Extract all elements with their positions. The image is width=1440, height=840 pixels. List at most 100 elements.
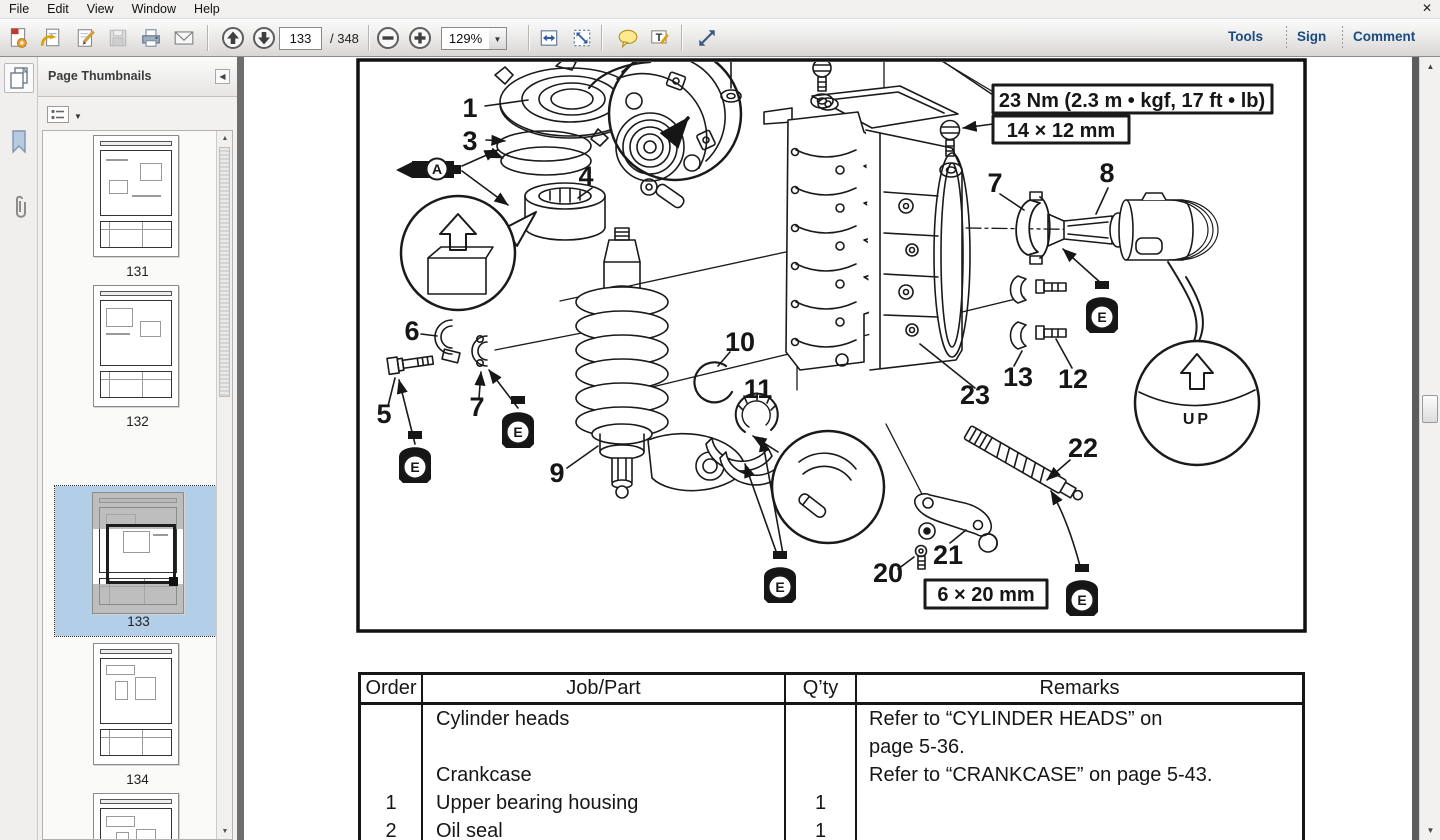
fit-width-icon [540, 30, 558, 46]
cell-job [423, 733, 786, 761]
zoom-out-button[interactable] [375, 25, 401, 51]
callout-10: 10 [725, 327, 755, 357]
toolbar-dotted-separator [1342, 26, 1343, 50]
bolt-size-label-b: 6 × 20 mm [937, 584, 1034, 606]
cell-remarks: page 5-36. [869, 736, 965, 758]
part-6-clamp [420, 319, 461, 364]
thumbnail-page-132[interactable] [93, 285, 179, 407]
col-qty: Q’ty [786, 675, 857, 702]
fit-width-button[interactable] [536, 25, 562, 51]
callout-20: 20 [873, 558, 903, 588]
svg-text:T: T [656, 32, 663, 44]
scroll-down-icon[interactable]: ▼ [221, 828, 229, 835]
table-row: 1 Upper bearing housing 1 [361, 789, 1302, 817]
thumbnail-page-133-selected[interactable]: 133 [54, 485, 223, 637]
leader-5 [387, 377, 396, 407]
part-4-bearing [524, 182, 606, 241]
scroll-up-icon[interactable]: ▲ [1426, 62, 1435, 71]
callout-8: 8 [1099, 158, 1114, 188]
text-note-button[interactable]: T [647, 25, 673, 51]
comment-button[interactable]: Comment [1353, 29, 1416, 44]
menu-edit[interactable]: Edit [47, 2, 69, 16]
bookmarks-tab[interactable] [4, 127, 34, 157]
grease-tube-a [396, 149, 509, 206]
thumbnail-page-133[interactable] [92, 492, 184, 614]
cell-order: 1 [361, 789, 423, 817]
callout-5: 5 [376, 399, 391, 429]
page-thumbnails-tab[interactable] [4, 63, 34, 93]
panel-splitter[interactable] [237, 57, 244, 840]
expand-button[interactable] [694, 25, 720, 51]
callout-12: 12 [1058, 364, 1088, 394]
scroll-down-icon[interactable]: ▼ [1426, 826, 1435, 835]
flywheel-detail-circle [587, 62, 743, 209]
callout-13: 13 [1003, 362, 1033, 392]
print-button[interactable] [138, 25, 164, 51]
callout-11: 11 [744, 374, 773, 404]
sidebar-nav-strip [0, 57, 38, 840]
cell-job: Oil seal [423, 817, 786, 840]
lube-e-label: E [1077, 592, 1086, 608]
up-direction-circle [1133, 339, 1261, 467]
thumbnail-scrollbar[interactable]: ▲ ▼ [216, 131, 232, 839]
list-options-icon [51, 109, 64, 120]
cell-qty [786, 733, 857, 761]
save-button[interactable] [105, 25, 131, 51]
open-file-button[interactable] [38, 25, 64, 51]
callout-22: 22 [1068, 433, 1098, 463]
fit-page-button[interactable] [569, 25, 595, 51]
next-page-icon [253, 27, 275, 49]
thumbnail-options-button[interactable] [47, 106, 69, 123]
scroll-up-icon[interactable]: ▲ [221, 135, 229, 142]
spec-boxes [923, 62, 1274, 610]
thumbnail-page-131[interactable] [93, 135, 179, 257]
page-number-input[interactable] [279, 27, 322, 50]
next-page-button[interactable] [251, 25, 277, 51]
options-dropdown-arrow-icon[interactable]: ▼ [74, 112, 82, 121]
comment-bubble-button[interactable] [615, 25, 641, 51]
zoom-dropdown-arrow-icon[interactable]: ▼ [489, 27, 507, 50]
panel-header: Page Thumbnails ◀ [38, 57, 237, 97]
thumbnail-label: 133 [127, 614, 150, 629]
close-icon[interactable]: ✕ [1421, 1, 1432, 15]
sign-button[interactable]: Sign [1297, 29, 1327, 44]
thumbnail-viewport-box[interactable] [105, 524, 178, 587]
thumbnail-label: 134 [126, 772, 149, 787]
main-scrollbar[interactable]: ▲ ▼ [1419, 57, 1440, 840]
thumbnail-scrollbar-thumb[interactable] [219, 147, 230, 397]
menu-window[interactable]: Window [131, 2, 177, 16]
zoom-in-button[interactable] [407, 25, 433, 51]
text-note-icon: T [651, 30, 669, 45]
document-edge [1412, 57, 1419, 840]
email-button[interactable] [171, 25, 197, 51]
part-23-cylinder-block [720, 62, 994, 389]
previous-page-button[interactable] [220, 25, 246, 51]
menu-view[interactable]: View [86, 2, 114, 16]
part-7-bearing-cap-right [999, 191, 1051, 265]
zoom-level-value[interactable]: 129% [441, 27, 490, 50]
document-page[interactable]: 1 3 4 5 6 7 7 8 9 10 11 12 13 20 21 22 2… [244, 57, 1412, 840]
panel-collapse-button[interactable]: ◀ [215, 69, 230, 84]
cell-job: Cylinder heads [423, 705, 786, 733]
torque-spec-label: 23 Nm (2.3 m • kgf, 17 ft • lb) [999, 90, 1265, 112]
main-scrollbar-thumb[interactable] [1422, 395, 1438, 423]
thumbnail-page-134[interactable] [93, 643, 179, 765]
menu-file[interactable]: File [9, 2, 30, 16]
cell-order [361, 733, 423, 761]
detail-marker-a: A [432, 161, 442, 177]
tools-button[interactable]: Tools [1228, 29, 1263, 44]
parts-table: Order Job/Part Q’ty Remarks Cylinder hea… [358, 672, 1305, 840]
attachments-tab[interactable] [4, 193, 34, 223]
toolbar-separator [207, 25, 208, 51]
compose-icon [77, 29, 95, 47]
compose-button[interactable] [73, 25, 99, 51]
menu-help[interactable]: Help [194, 2, 220, 16]
viewport-resize-handle[interactable] [168, 577, 178, 587]
menu-bar: File Edit View Window Help ✕ [0, 0, 1440, 19]
print-icon [142, 29, 160, 47]
thumbnail-page-135[interactable] [93, 793, 179, 839]
toolbar-separator [601, 25, 602, 51]
cell-order [361, 705, 423, 733]
part-3-seal-rings [485, 130, 592, 176]
create-pdf-button[interactable] [5, 25, 31, 51]
